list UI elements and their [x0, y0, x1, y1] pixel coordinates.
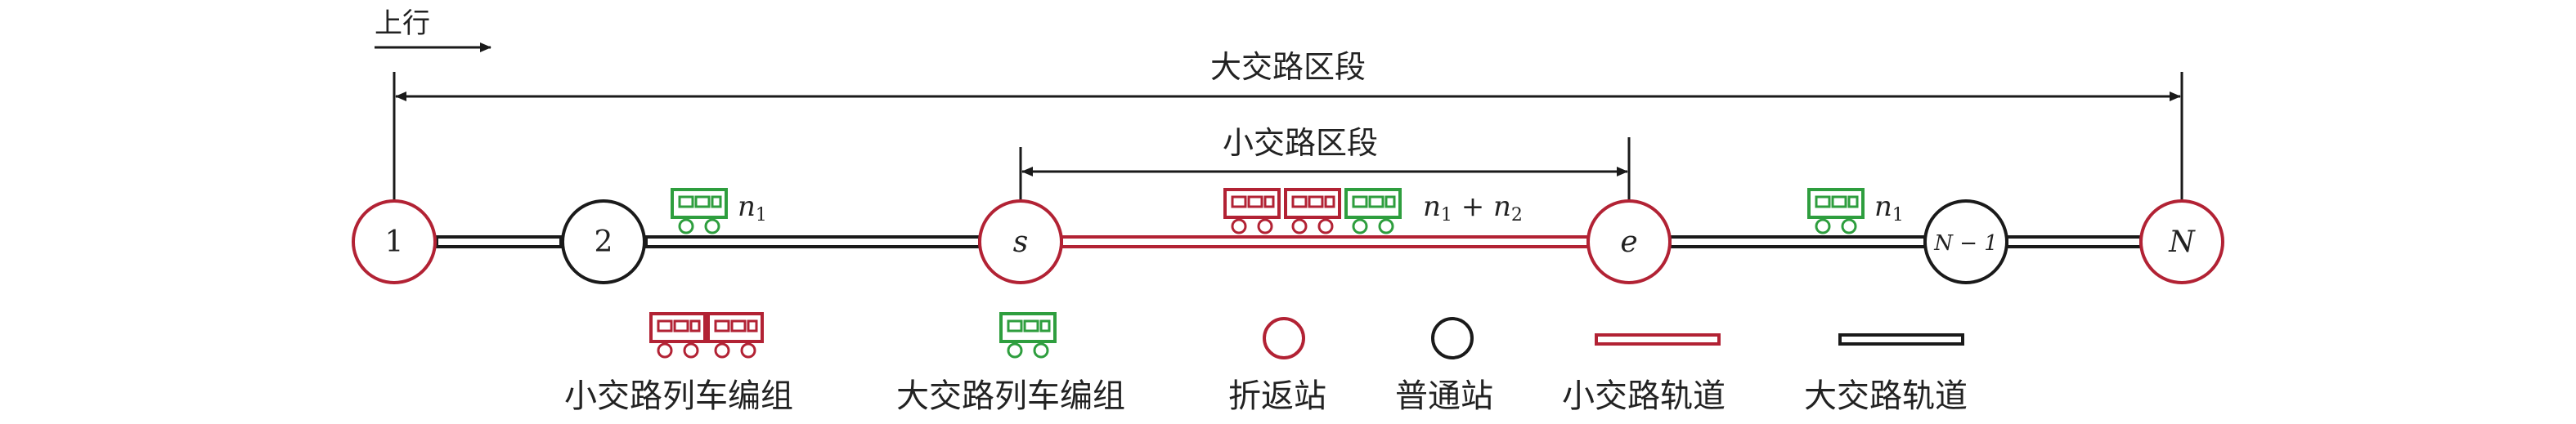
station-e: e: [1586, 199, 1672, 284]
legend-normal-station-label: 普通站: [1395, 377, 1493, 415]
legend-long-train-icon: [999, 312, 1057, 359]
train-label-left: n1: [738, 190, 767, 225]
legend-long-train-label: 大交路列车编组: [896, 377, 1125, 415]
station-s: s: [978, 199, 1063, 284]
station-e-label: e: [1620, 225, 1637, 259]
legend-long-track-icon: [1838, 333, 1964, 346]
long-train-left: [671, 188, 728, 234]
legend-short-track-label: 小交路轨道: [1562, 377, 1726, 415]
long-track-segment: [435, 235, 563, 248]
direction-label: 上行: [375, 7, 430, 40]
legend-turnback-station-icon: [1263, 317, 1305, 359]
station-n-minus-1-label: N − 1: [1933, 231, 1998, 256]
long-track-segment: [644, 235, 981, 248]
station-2: 2: [561, 199, 646, 284]
legend-short-train-label: 小交路列车编组: [564, 377, 793, 415]
mixed-train-middle: [1223, 188, 1402, 234]
station-n: N: [2139, 199, 2224, 284]
legend: 小交路列车编组 大交路列车编组 折返站 普通站 小交路轨道 大交路轨道: [564, 312, 1968, 415]
legend-short-track-icon: [1595, 333, 1721, 346]
station-1-label: 1: [385, 225, 404, 259]
short-track-segment: [1060, 235, 1590, 248]
legend-turnback-station-label: 折返站: [1228, 377, 1326, 415]
station-n-minus-1: N − 1: [1923, 199, 2008, 284]
station-n-label: N: [2168, 225, 2196, 259]
long-section-label: 大交路区段: [1210, 49, 1366, 85]
train-label-right: n1: [1874, 190, 1904, 225]
train-label-middle: n1 + n2: [1423, 190, 1523, 225]
station-s-label: s: [1013, 225, 1028, 259]
legend-long-track-label: 大交路轨道: [1804, 377, 1968, 415]
station-2-label: 2: [595, 225, 613, 259]
legend-normal-station-icon: [1431, 317, 1474, 359]
legend-short-train-icon: [649, 312, 764, 359]
long-train-right: [1807, 188, 1865, 234]
station-1: 1: [352, 199, 437, 284]
short-section-label: 小交路区段: [1223, 125, 1378, 161]
long-track-segment: [1668, 235, 1927, 248]
long-track-segment: [2005, 235, 2143, 248]
